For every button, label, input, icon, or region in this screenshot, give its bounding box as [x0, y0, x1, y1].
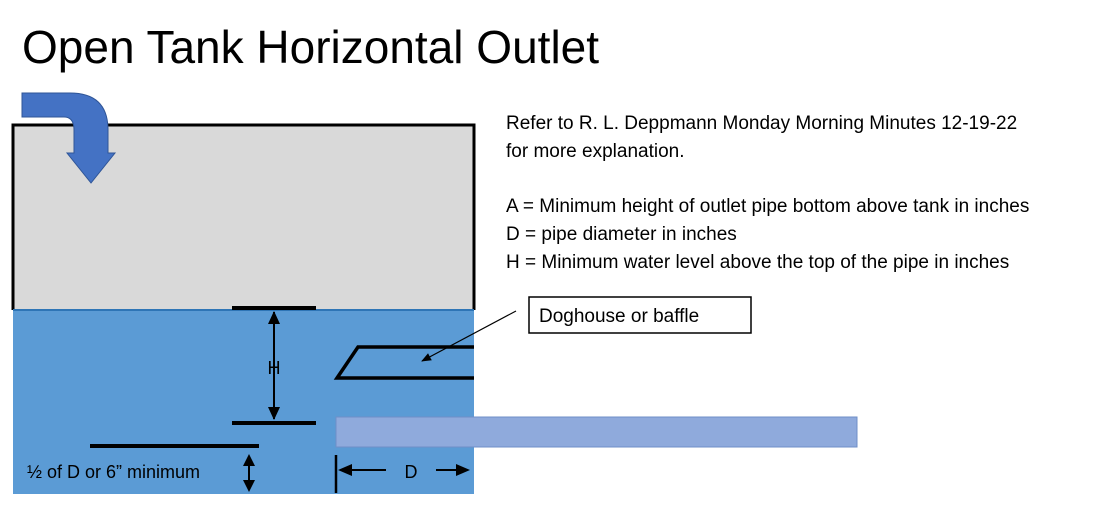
min-arrow-down-icon [243, 480, 255, 492]
d-arrow-right-icon [456, 464, 470, 476]
notes-block: Refer to R. L. Deppmann Monday Morning M… [506, 110, 1029, 277]
min-arrow-up-icon [243, 454, 255, 466]
d-label: D [405, 462, 418, 482]
doghouse-baffle [333, 345, 474, 380]
reference-line-1: Refer to R. L. Deppmann Monday Morning M… [506, 113, 1018, 134]
h-label: H [268, 358, 281, 378]
min-clearance-label: ½ of D or 6” minimum [27, 462, 200, 482]
callout-box [528, 296, 752, 334]
outlet-pipe [335, 416, 858, 448]
definition-h: H = Minimum water level above the top of… [506, 252, 1010, 273]
callout-leader-arrow [421, 310, 517, 362]
tank-water [13, 310, 474, 494]
reference-line-2: for more explanation. [506, 141, 685, 162]
d-arrow-left-icon [338, 464, 352, 476]
inflow-arrow-icon [21, 92, 117, 184]
callout-label: Doghouse or baffle [539, 306, 699, 327]
diagram-title: Open Tank Horizontal Outlet [22, 21, 600, 73]
tank-outline [11, 123, 476, 310]
definition-d: D = pipe diameter in inches [506, 224, 737, 245]
h-arrow-up-icon [268, 311, 280, 324]
definition-a: A = Minimum height of outlet pipe bottom… [506, 196, 1030, 217]
h-arrow-down-icon [268, 407, 280, 420]
